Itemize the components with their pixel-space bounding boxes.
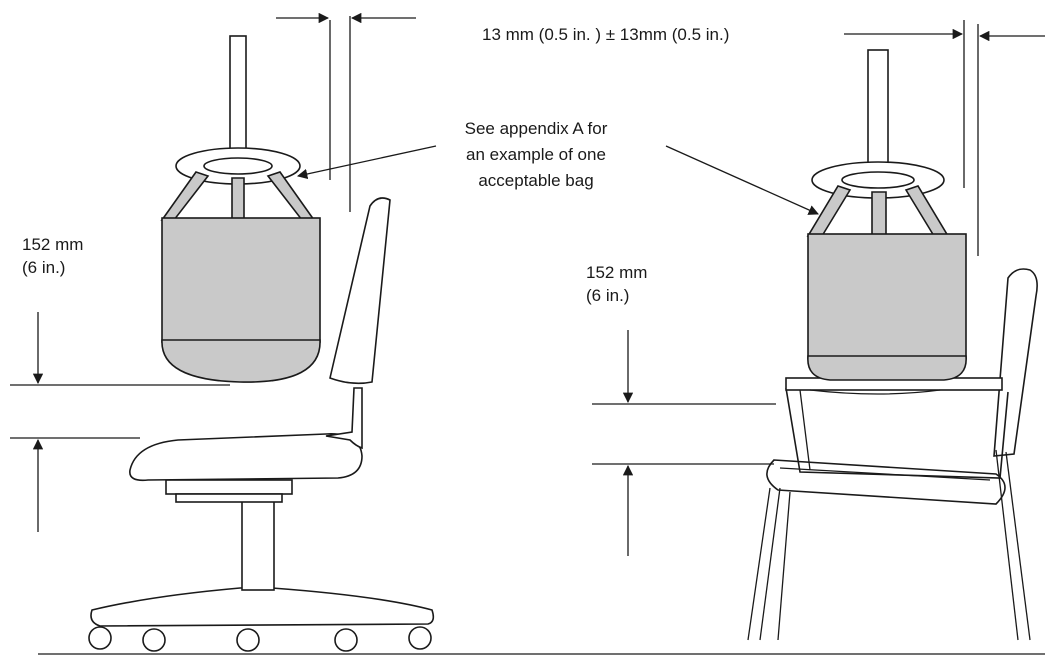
caster-wheel — [236, 628, 260, 652]
stacking-chair-rear-leg — [1005, 451, 1031, 641]
right-bag-body — [807, 233, 967, 359]
stacking-chair-side-frame — [785, 387, 1009, 479]
office-chair-mechanism-lower — [175, 493, 283, 503]
office-chair-mechanism — [165, 479, 293, 495]
stacking-chair-front-leg — [759, 487, 781, 641]
stacking-chair-rear-leg — [995, 449, 1019, 641]
right-bag-bottom — [807, 355, 967, 381]
stacking-chair-backrest — [993, 268, 1038, 457]
left-drop-rod — [229, 35, 247, 165]
right-height-mm-label: 152 mm — [586, 263, 647, 282]
callout-line-3: acceptable bag — [478, 171, 593, 190]
office-chair-column — [241, 499, 275, 591]
stacking-chair-mid-leg — [777, 491, 791, 641]
left-bag-strap — [231, 177, 245, 221]
right-drop-rod — [867, 49, 889, 177]
office-chair-back-support — [325, 387, 363, 450]
left-bag-bottom — [161, 339, 321, 383]
right-bag-ring-inner — [841, 171, 915, 189]
tolerance-label: 13 mm (0.5 in. ) ± 13mm (0.5 in.) — [482, 25, 729, 44]
office-chair — [88, 197, 435, 652]
left-impact-bag — [160, 147, 321, 383]
callout-arrow-left — [296, 145, 437, 180]
caster-wheel — [408, 626, 432, 650]
stacking-chair-front-leg — [747, 487, 771, 641]
callout-line-1: See appendix A for — [465, 119, 608, 138]
stacking-chair-seat-edge — [809, 389, 941, 395]
office-chair-seat — [129, 433, 363, 482]
stacking-chair-frame-ring — [766, 459, 1006, 505]
caster-wheel — [88, 626, 112, 650]
office-chair-base — [90, 587, 435, 627]
right-bag-strap — [806, 185, 852, 237]
callout-line-2: an example of one — [466, 145, 606, 164]
left-height-mm-label: 152 mm — [22, 235, 83, 254]
right-bag-strap — [904, 185, 950, 237]
right-bag-strap — [871, 191, 887, 237]
caster-wheel — [142, 628, 166, 652]
left-bag-strap — [266, 171, 316, 221]
right-height-in-label: (6 in.) — [586, 286, 629, 305]
stacking-chair — [747, 268, 1038, 641]
callout-arrow-right — [665, 145, 819, 215]
caster-wheel — [334, 628, 358, 652]
left-bag-body — [161, 217, 321, 343]
office-chair-backrest — [329, 197, 391, 385]
stacking-chair-side-frame — [799, 389, 811, 471]
left-height-in-label: (6 in.) — [22, 258, 65, 277]
left-bag-ring-inner — [203, 157, 273, 175]
left-bag-strap — [160, 171, 210, 221]
right-impact-bag — [806, 161, 967, 381]
